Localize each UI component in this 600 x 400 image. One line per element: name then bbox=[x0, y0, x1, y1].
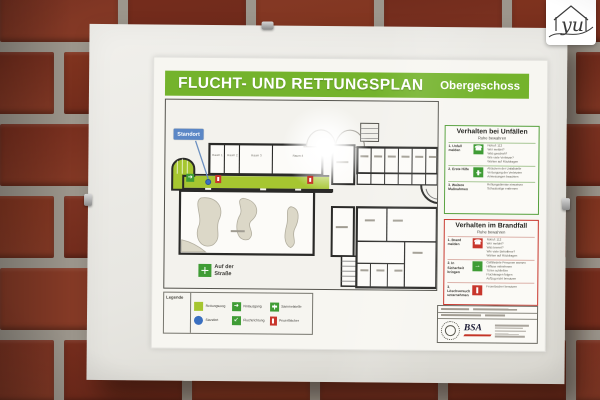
fire-extinguisher-icon bbox=[215, 175, 222, 183]
legend-heading: Legende bbox=[163, 292, 192, 333]
accident-step: 2. Erste Hilfe Absichern der Unfallstell… bbox=[448, 165, 536, 182]
fire-extinguisher-icon bbox=[307, 175, 314, 184]
floor-plan-svg bbox=[171, 122, 438, 290]
accident-panel-subtitle: Ruhe bewahren bbox=[477, 135, 507, 141]
emergency-exit-icon: ➜ bbox=[186, 173, 195, 182]
step-details: Feuerlöscher benutzen bbox=[486, 284, 517, 289]
first-aid-cross-icon bbox=[473, 167, 484, 178]
floor-plan-area: Standort Raum 1 Raum 2 Raum 3 Raum 4 ➜ A… bbox=[163, 98, 439, 291]
emergency-exit-icon: ➜ bbox=[231, 301, 241, 311]
fire-step: 2. In Sicherheit bringen → Gefährdete Pe… bbox=[447, 259, 535, 284]
plan-sheet: FLUCHT- UND RETTUNGSPLAN Obergeschoss bbox=[150, 56, 549, 352]
accident-step: 3. Weitere Maßnahmen Rettungsdienste ein… bbox=[448, 180, 536, 194]
frame-clip-right bbox=[561, 198, 571, 211]
clip-frame-board: FLUCHT- UND RETTUNGSPLAN Obergeschoss bbox=[83, 21, 571, 385]
legend-item: Sammelstelle bbox=[269, 302, 309, 312]
company-seal-icon bbox=[440, 320, 460, 341]
legend-item: ↙ Fluchtrichtung bbox=[231, 315, 268, 325]
escape-arrow-icon: → bbox=[472, 261, 483, 272]
room-label: Raum 2 bbox=[227, 153, 238, 158]
address-lines bbox=[494, 324, 534, 338]
title-block: BSA bbox=[436, 304, 539, 344]
brick bbox=[576, 196, 600, 258]
legend-item: Rettungsweg bbox=[194, 301, 230, 311]
fire-extinguisher-icon bbox=[269, 316, 277, 326]
direction-arrow-icon: ↙ bbox=[231, 315, 241, 325]
legend-item: ➜ Notausgang bbox=[231, 301, 268, 311]
room-label: Raum 3 bbox=[251, 153, 262, 158]
text-placeholder bbox=[441, 314, 482, 317]
accident-panel: Verhalten bei Unfällen Ruhe bewahren 1. … bbox=[443, 125, 540, 215]
legend: Legende Rettungsweg ➜ Notausgang Sammels… bbox=[162, 291, 314, 335]
frame-clip-top bbox=[261, 21, 274, 30]
assembly-point: Auf der Straße bbox=[198, 263, 240, 277]
fire-step: 3. Löschversuch unternehmen Feuerlöscher… bbox=[447, 282, 535, 300]
legend-item: Standort bbox=[193, 315, 230, 325]
location-dot-icon bbox=[205, 178, 212, 185]
brick bbox=[576, 52, 600, 114]
fire-extinguisher-icon bbox=[472, 285, 483, 296]
house-icon bbox=[548, 5, 594, 38]
fire-panel: Verhalten im Brandfall Ruhe bewahren 1. … bbox=[443, 219, 539, 306]
company-logo: BSA bbox=[463, 323, 492, 338]
frame-clip-left bbox=[83, 193, 93, 206]
text-placeholder bbox=[441, 307, 470, 310]
brick bbox=[0, 196, 54, 258]
watermark-text: yu bbox=[561, 14, 584, 36]
text-placeholder bbox=[473, 308, 518, 311]
plan-title: FLUCHT- UND RETTUNGSPLAN bbox=[177, 74, 424, 94]
escape-route-square-icon bbox=[194, 301, 204, 311]
room-label: Raum 1 bbox=[212, 152, 223, 158]
assembly-point-icon bbox=[269, 302, 279, 312]
company-name: BSA bbox=[463, 323, 482, 334]
brick bbox=[0, 52, 54, 114]
phone-icon: ☎ bbox=[472, 238, 483, 249]
legend-grid: Rettungsweg ➜ Notausgang Sammelstelle St… bbox=[191, 293, 312, 334]
logo-swoosh bbox=[463, 334, 492, 338]
fire-panel-subtitle: Ruhe bewahren bbox=[477, 229, 506, 235]
assembly-point-icon bbox=[198, 263, 212, 277]
room-label: Raum 4 bbox=[292, 153, 304, 158]
plan-title-bar: FLUCHT- UND RETTUNGSPLAN Obergeschoss bbox=[164, 70, 530, 99]
phone-icon: ☎ bbox=[473, 144, 484, 155]
text-placeholder bbox=[485, 314, 506, 317]
title-block-main: BSA bbox=[438, 319, 537, 343]
location-dot-icon bbox=[193, 315, 204, 325]
standort-label: Standort bbox=[173, 128, 204, 140]
watermark-logo: yu bbox=[546, 0, 596, 45]
floor-label: Obergeschoss bbox=[440, 79, 521, 93]
legend-item: Feuerlöscher bbox=[269, 316, 309, 326]
brick bbox=[0, 340, 54, 400]
brick bbox=[576, 340, 600, 400]
assembly-point-label: Auf der Straße bbox=[214, 264, 234, 277]
